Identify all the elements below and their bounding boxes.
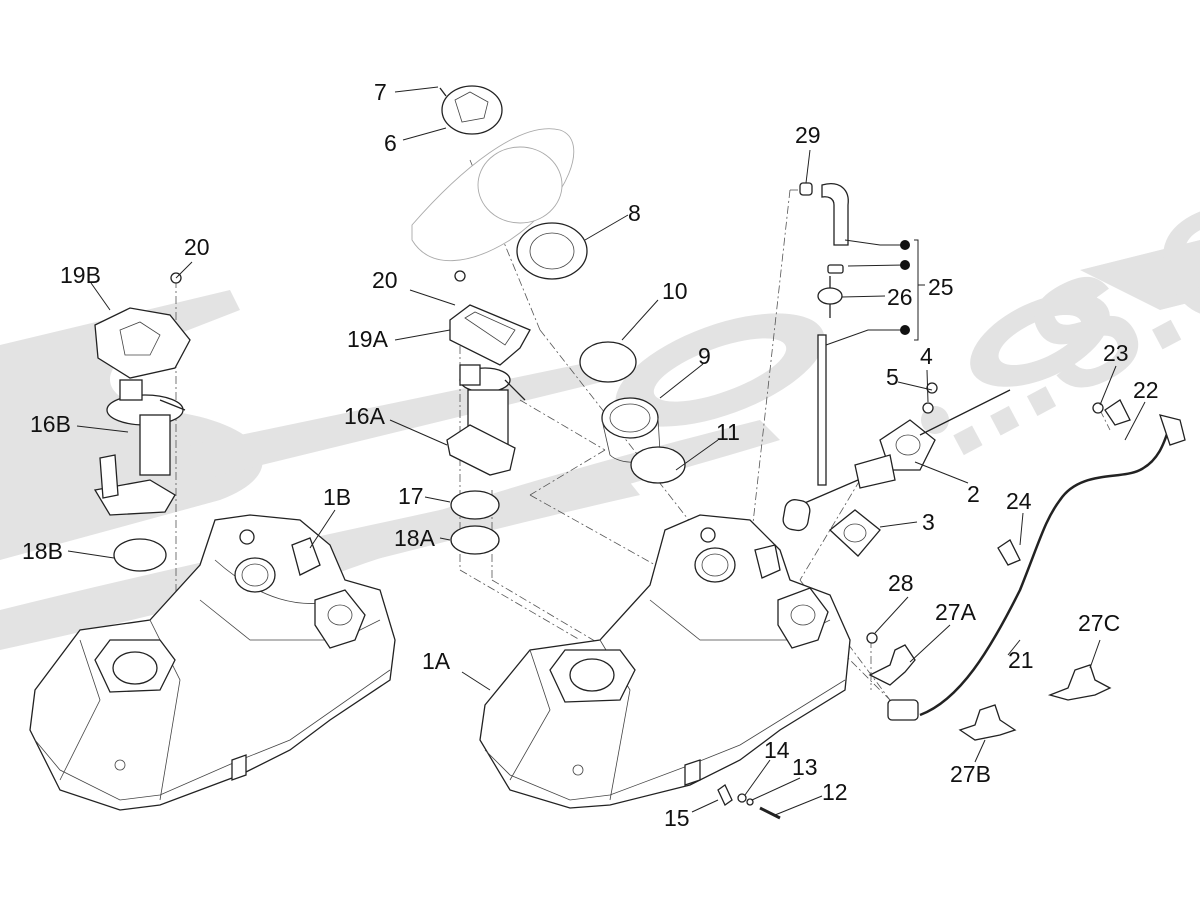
callout-10[interactable]: 10 [662, 278, 688, 304]
fuel-pump-b [93, 272, 191, 516]
callout-29[interactable]: 29 [795, 122, 821, 148]
fuel-cap-assembly [411, 85, 588, 280]
callout-22[interactable]: 22 [1133, 377, 1159, 403]
callout-5[interactable]: 5 [886, 364, 899, 390]
callout-8[interactable]: 8 [628, 200, 641, 226]
callout-27b[interactable]: 27B [950, 761, 991, 787]
callout-25[interactable]: 25 [928, 274, 954, 300]
callout-14[interactable]: 14 [764, 737, 790, 763]
callout-2[interactable]: 2 [967, 481, 980, 507]
callout-23[interactable]: 23 [1103, 340, 1129, 366]
callout-18b[interactable]: 18B [22, 538, 63, 564]
callout-17[interactable]: 17 [398, 483, 424, 509]
watermark-text: ...S.COM [891, 50, 1200, 488]
sender-and-breather [782, 182, 1011, 557]
callout-labels: 7 6 8 10 9 11 20 19B 20 19A 16B 16A 17 1… [22, 79, 1159, 831]
callout-11[interactable]: 11 [716, 419, 740, 445]
callout-1a[interactable]: 1A [422, 648, 451, 674]
kit-25-markers [900, 240, 910, 335]
fuel-tank-a [479, 514, 851, 809]
callout-21[interactable]: 21 [1008, 647, 1034, 673]
callout-27c[interactable]: 27C [1078, 610, 1120, 636]
callout-12[interactable]: 12 [822, 779, 848, 805]
callout-20-left[interactable]: 20 [184, 234, 210, 260]
callout-27a[interactable]: 27A [935, 599, 977, 625]
callout-1b[interactable]: 1B [323, 484, 351, 510]
fuel-line-assembly [717, 399, 1186, 820]
callout-20-center[interactable]: 20 [372, 267, 398, 293]
callout-4[interactable]: 4 [920, 343, 933, 369]
callout-9[interactable]: 9 [698, 343, 711, 369]
callout-7[interactable]: 7 [374, 79, 387, 105]
callout-19a[interactable]: 19A [347, 326, 389, 352]
callout-26[interactable]: 26 [887, 284, 913, 310]
callout-15[interactable]: 15 [664, 805, 690, 831]
callout-6[interactable]: 6 [384, 130, 397, 156]
callout-16a[interactable]: 16A [344, 403, 386, 429]
callout-16b[interactable]: 16B [30, 411, 71, 437]
fuel-pump-a [446, 270, 531, 476]
callout-18a[interactable]: 18A [394, 525, 436, 551]
callout-3[interactable]: 3 [922, 509, 935, 535]
callout-28[interactable]: 28 [888, 570, 914, 596]
callout-13[interactable]: 13 [792, 754, 818, 780]
callout-19b[interactable]: 19B [60, 262, 101, 288]
fuel-tank-b [29, 514, 396, 811]
leader-lines [67, 86, 1146, 816]
filler-components [113, 341, 686, 572]
callout-24[interactable]: 24 [1006, 488, 1032, 514]
